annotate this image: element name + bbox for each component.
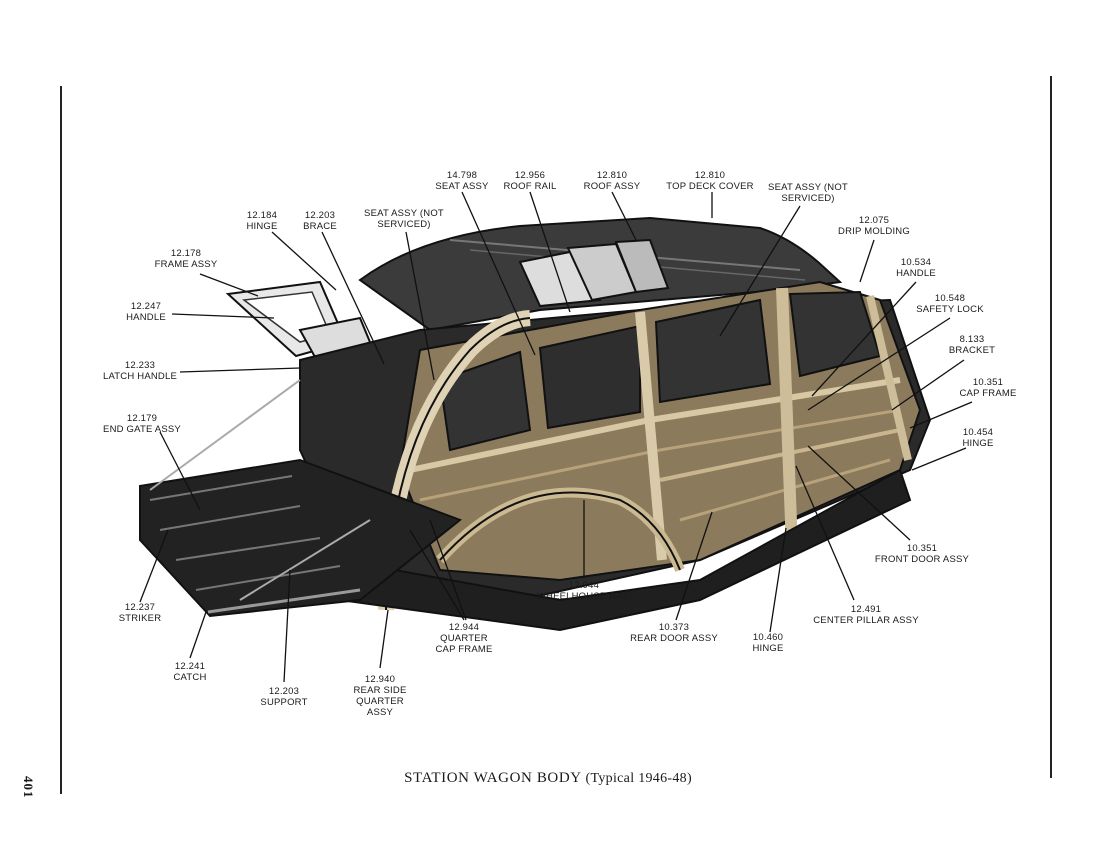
right-margin-rule: [1050, 76, 1052, 778]
caption-main: STATION WAGON BODY: [404, 770, 582, 786]
caption-sub: (Typical 1946-48): [585, 771, 692, 786]
callout-seat-assy-not-serviced-rear: SEAT ASSY (NOT SERVICED): [364, 208, 444, 230]
figure-caption: STATION WAGON BODY (Typical 1946-48): [404, 770, 692, 787]
left-margin-rule: [60, 86, 62, 794]
callout-seat-assy-not-serviced-front: SEAT ASSY (NOT SERVICED): [768, 182, 848, 204]
